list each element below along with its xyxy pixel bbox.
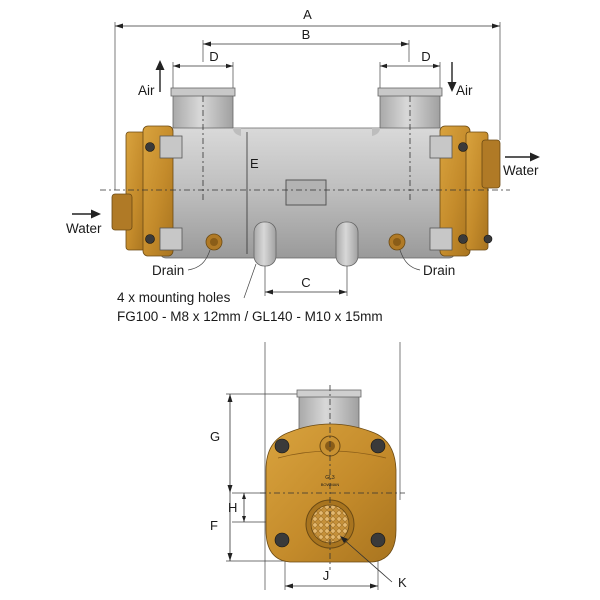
water-outlet-label: Water: [503, 163, 539, 178]
dimension-c: C: [264, 266, 348, 296]
mounting-note-line2: FG100 - M8 x 12mm / GL140 - M10 x 15mm: [117, 309, 383, 324]
water-inlet-label: Water: [66, 221, 102, 236]
dimension-d-left-label: D: [209, 49, 218, 64]
end-cap-bolt: [145, 142, 155, 152]
dimension-e: E: [246, 132, 259, 254]
water-outlet-port: [481, 139, 501, 189]
mounting-foot-left: [253, 221, 277, 267]
dimension-a: A: [114, 7, 501, 190]
end-view-bolt: [370, 438, 386, 454]
mounting-note-line1: 4 x mounting holes: [117, 290, 231, 305]
left-end-cap: [111, 125, 183, 257]
end-cap-bolt: [483, 234, 493, 244]
dimension-k-label: K: [398, 575, 407, 590]
dimension-b: B: [202, 27, 410, 62]
air-inlet-label: Air: [138, 83, 155, 98]
drain-left-callout: Drain: [152, 249, 211, 278]
drain-left-label: Drain: [152, 263, 184, 278]
dimension-d-right-label: D: [421, 49, 430, 64]
dimension-h: H: [228, 493, 246, 522]
water-outlet-callout: Water: [503, 152, 540, 178]
end-cap-bolt: [145, 234, 155, 244]
mounting-note: 4 x mounting holes FG100 - M8 x 12mm / G…: [117, 263, 383, 324]
drain-right-callout: Drain: [399, 249, 455, 278]
end-view-bolt: [274, 438, 290, 454]
dimension-e-label: E: [250, 156, 259, 171]
end-view: GL3 BOWMAN G F H: [210, 342, 407, 590]
dimension-c-label: C: [301, 275, 310, 290]
air-inlet-callout: Air: [138, 60, 165, 98]
dimension-g: G: [210, 394, 233, 493]
shell-body: [159, 87, 456, 267]
dimension-f: F: [210, 493, 233, 561]
dimension-f-label: F: [210, 518, 218, 533]
water-inlet-callout: Water: [66, 209, 102, 236]
air-outlet-callout: Air: [447, 62, 473, 98]
dimension-b-label: B: [302, 27, 311, 42]
end-cap-bolt: [458, 234, 468, 244]
dimension-j: J: [285, 568, 378, 589]
dimension-a-label: A: [303, 7, 312, 22]
end-cap-bolt: [458, 142, 468, 152]
mounting-foot-right: [335, 221, 359, 267]
end-view-bolt: [370, 532, 386, 548]
dimension-j-label: J: [323, 568, 330, 583]
drain-right-label: Drain: [423, 263, 455, 278]
dimension-k: K: [340, 536, 407, 590]
right-end-cap: [429, 125, 501, 257]
name-plate: [285, 179, 327, 206]
dimension-h-label: H: [228, 500, 237, 515]
water-inlet-port: [111, 193, 133, 231]
dimension-g-label: G: [210, 429, 220, 444]
air-outlet-label: Air: [456, 83, 473, 98]
end-view-bolt: [274, 532, 290, 548]
side-view: A B D D: [66, 7, 540, 324]
